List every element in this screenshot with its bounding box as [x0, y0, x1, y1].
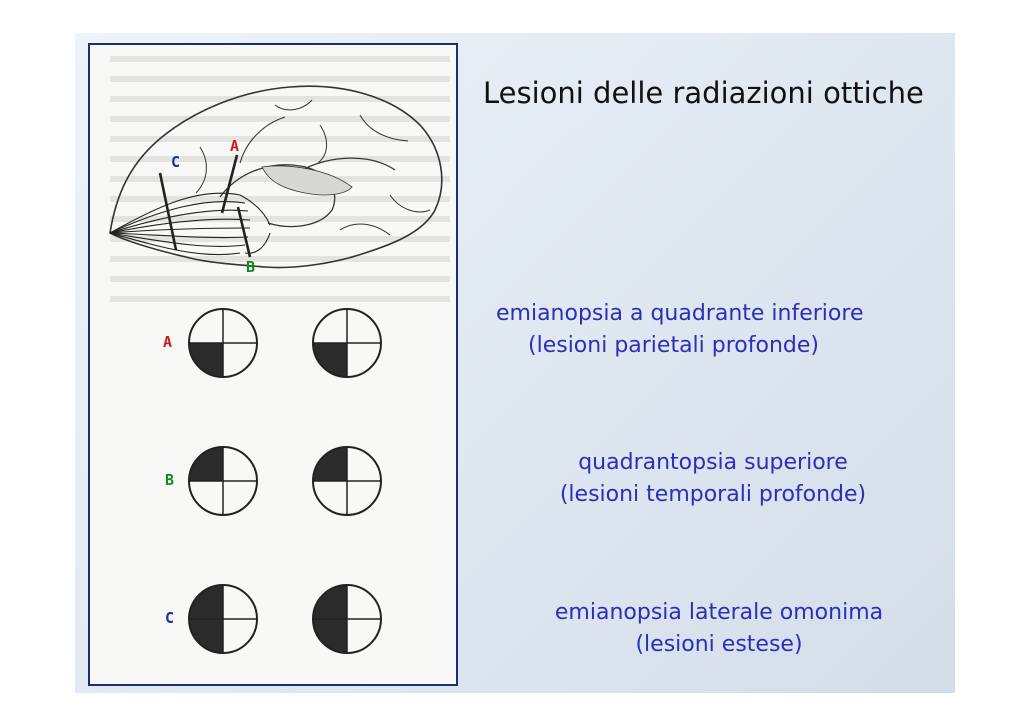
- description-lower-quadrant: emianopsia a quadrante inferiore (lesion…: [474, 298, 944, 362]
- visual-field-a-right: [312, 308, 382, 378]
- visual-field-c-right: [312, 584, 382, 654]
- description-3-line-1: emianopsia laterale omonima: [554, 600, 884, 625]
- lesion-label-b: B: [246, 258, 255, 276]
- description-upper-quadrant: quadrantopsia superiore (lesioni tempora…: [478, 447, 948, 511]
- lesion-label-c: C: [171, 153, 180, 171]
- row-label-a: A: [163, 333, 172, 351]
- visual-field-b-left: [188, 446, 258, 516]
- description-2-line-2: (lesioni temporali profonde): [559, 482, 867, 507]
- visual-field-c-left: [188, 584, 258, 654]
- lesion-line-c: [158, 172, 178, 251]
- row-label-c: C: [165, 609, 174, 627]
- lesion-line-b: [236, 206, 252, 258]
- visual-field-b-right: [312, 446, 382, 516]
- description-1-line-1: emianopsia a quadrante inferiore: [496, 301, 864, 326]
- brain-drawing: [109, 85, 443, 269]
- description-3-line-2: (lesioni estese): [635, 632, 803, 657]
- figure-panel: C A B A B C: [88, 43, 458, 686]
- description-2-line-1: quadrantopsia superiore: [578, 450, 848, 475]
- slide-title: Lesioni delle radiazioni ottiche: [483, 76, 924, 110]
- description-homonymous: emianopsia laterale omonima (lesioni est…: [484, 597, 954, 661]
- visual-pathway-diagram: C A B A B C: [109, 56, 450, 654]
- row-label-b: B: [165, 471, 174, 489]
- visual-field-a-left: [188, 308, 258, 378]
- description-1-line-2: (lesioni parietali profonde): [528, 333, 819, 358]
- lesion-label-a: A: [230, 137, 239, 155]
- lesion-line-a: [220, 154, 239, 214]
